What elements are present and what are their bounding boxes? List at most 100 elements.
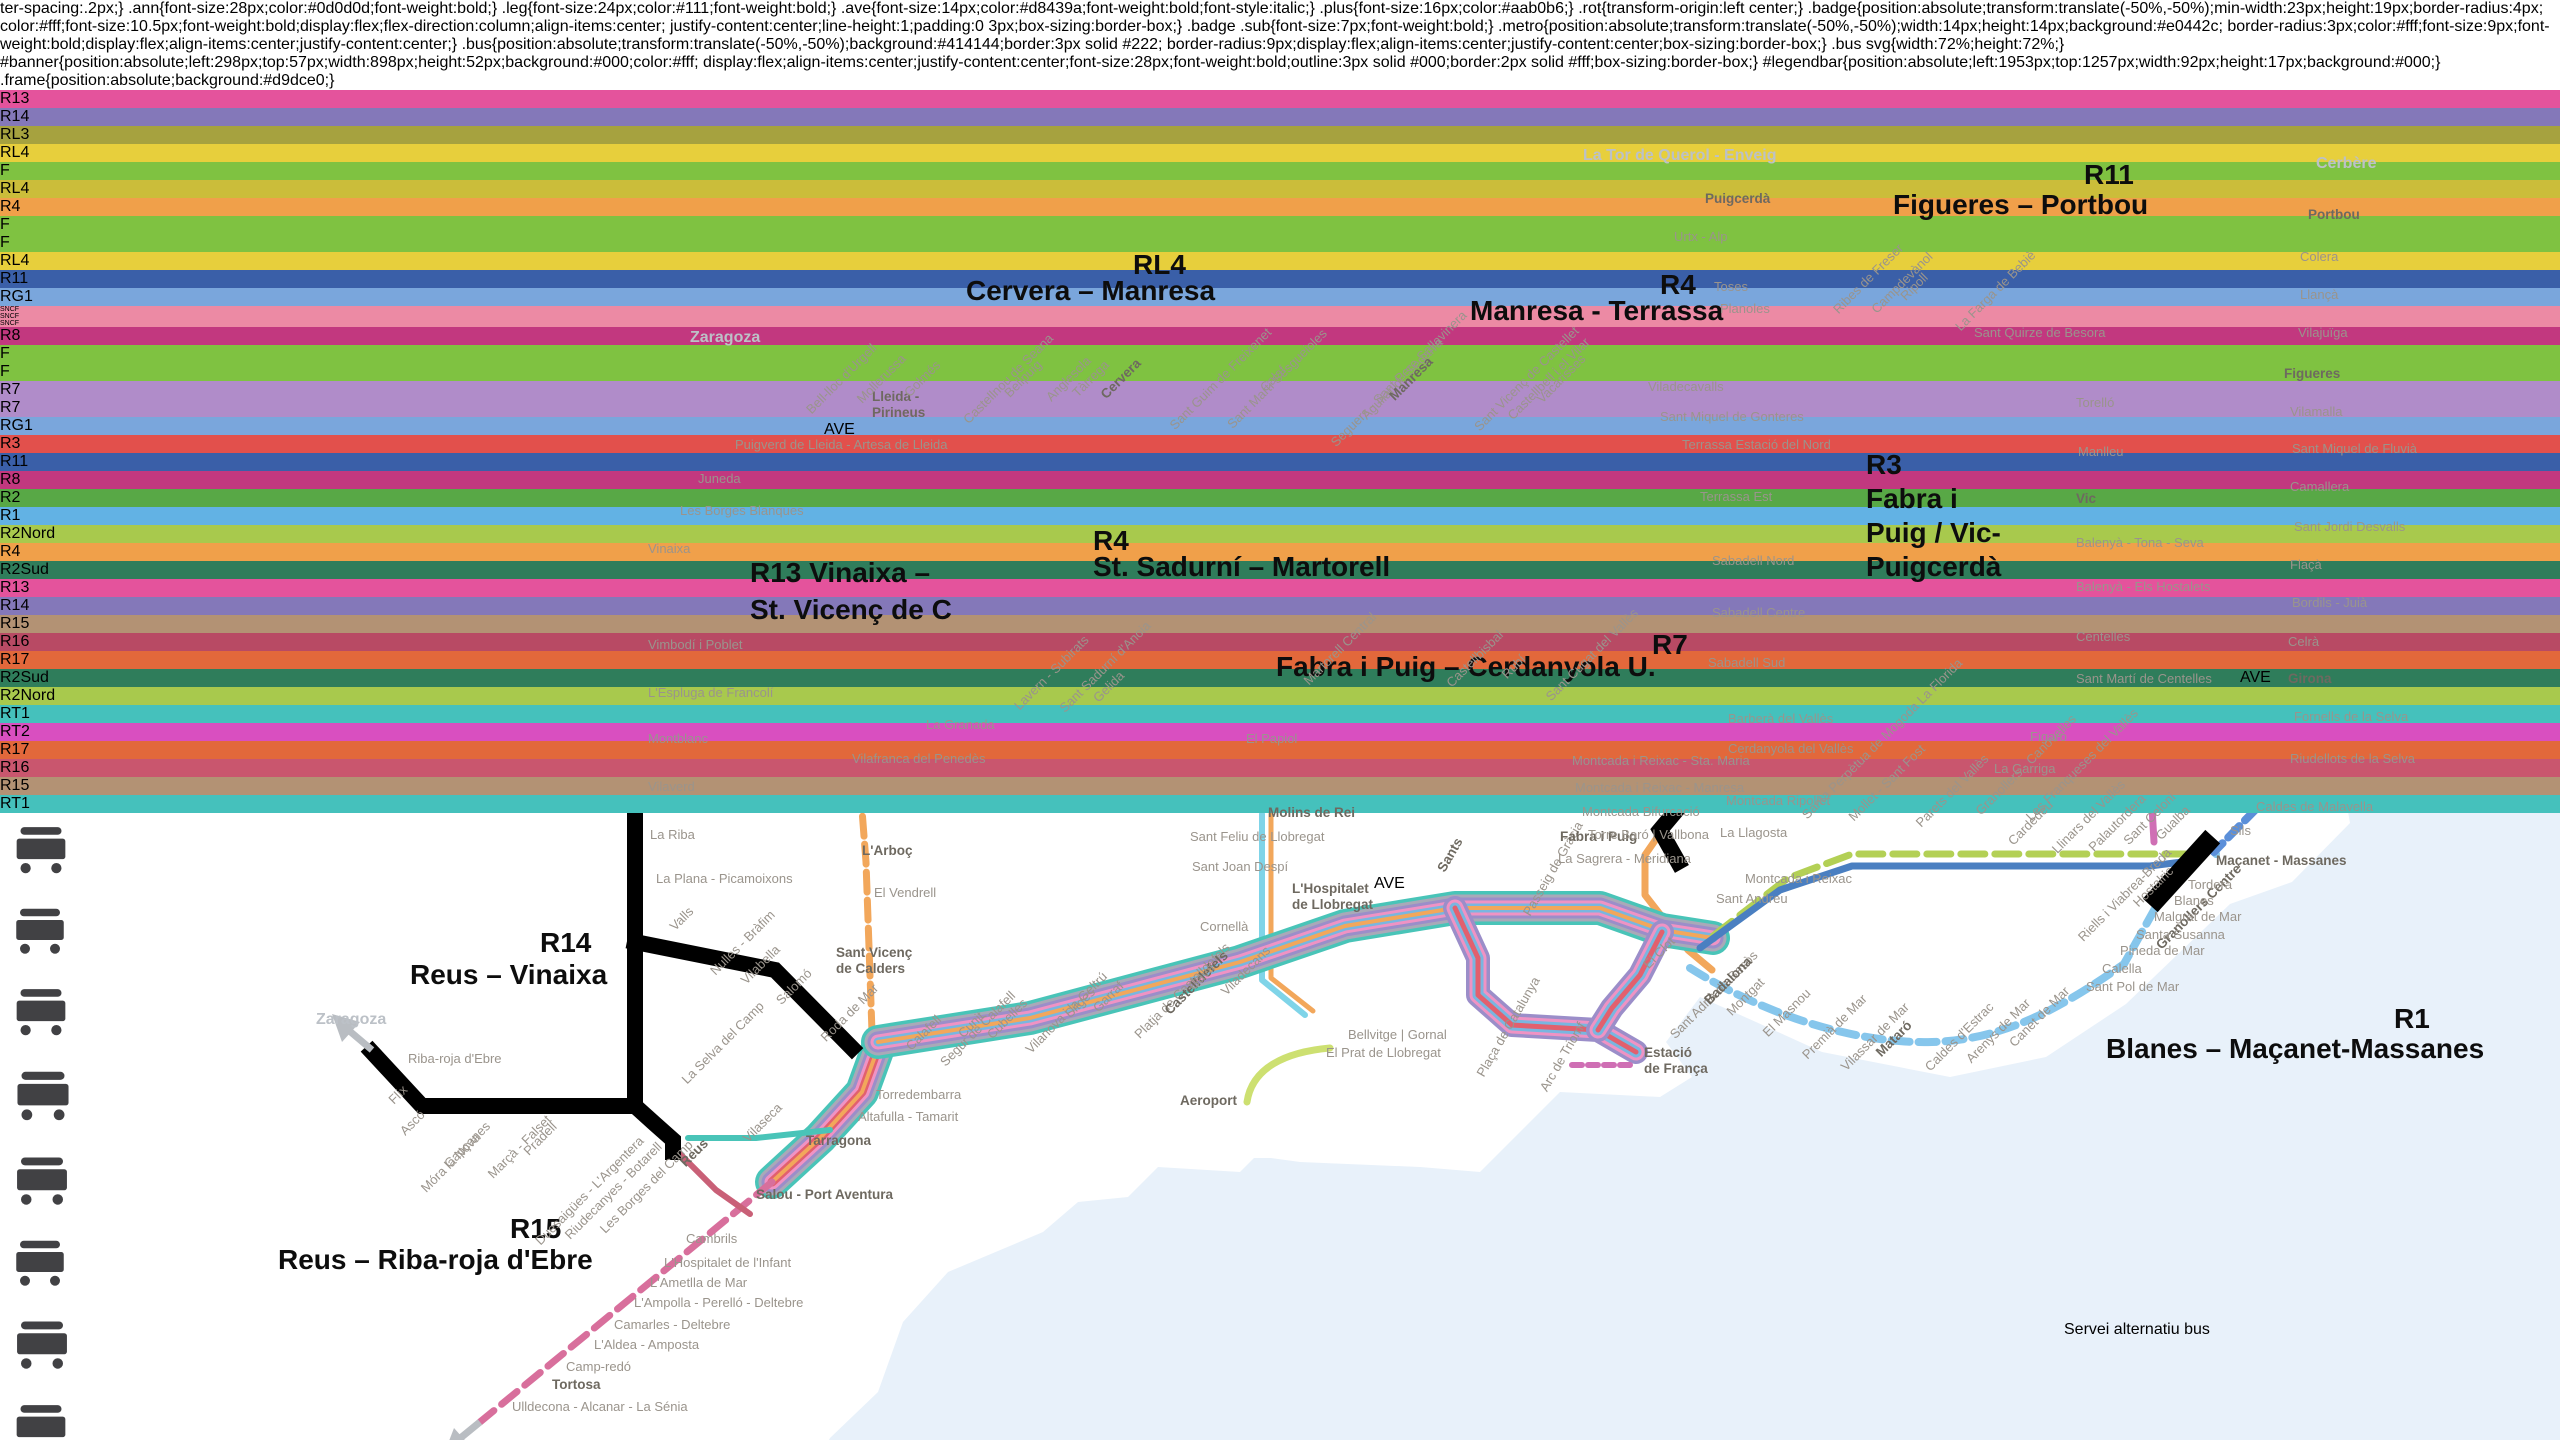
- station-label: Terrassa Est: [1700, 489, 1773, 504]
- destination-zaragoza-south: Zaragoza: [316, 1011, 387, 1028]
- station-label: de Calders: [836, 961, 906, 976]
- station-label: Montcada Ripollet: [1726, 793, 1831, 808]
- bus-glyph: [10, 1398, 72, 1440]
- station-label: Cerdanyola del Vallès: [1728, 741, 1854, 756]
- route-badge-R4: R4: [0, 198, 2560, 216]
- station-label: Sant Pol de Mar: [2086, 979, 2180, 994]
- station-label: Sant Miquel de Fluvià: [2292, 441, 2418, 456]
- station-label: Tarragona: [806, 1133, 872, 1148]
- station-label: Torelló: [2076, 395, 2115, 410]
- station-label: Blanes: [2174, 893, 2214, 908]
- station-label: Centelles: [2076, 629, 2131, 644]
- station-label: Girona: [2288, 671, 2332, 686]
- station-label: Malgrat de Mar: [2154, 909, 2242, 924]
- destination-zaragoza-north: Zaragoza: [690, 329, 761, 346]
- station-label: Sant Quirze de Besora: [1974, 325, 2106, 340]
- route-badge-R13: R13: [0, 90, 2560, 108]
- bus-glyph: [10, 1150, 74, 1221]
- station-label: Balenyà - Tona - Seva: [2076, 535, 2204, 550]
- station-label: Maçanet - Massanes: [2216, 853, 2347, 868]
- annotation-r14-route: R14: [540, 927, 592, 958]
- station-label: Montcada i Reixac: [1745, 871, 1852, 886]
- route-badge-R2: R2: [0, 489, 2560, 507]
- station-label: Sant Jordi Desvalls: [2294, 519, 2406, 534]
- route-badge-RT1: RT1: [0, 795, 2560, 813]
- bus-glyph: [10, 982, 72, 1051]
- station-label: Roda de Mar: [817, 980, 882, 1045]
- station-label: El Prat de Llobregat: [1326, 1045, 1441, 1060]
- route-badge-F: F: [0, 234, 2560, 252]
- station-label: Puigcerdà: [1705, 191, 1771, 206]
- annotation-r11-route: R11: [2084, 159, 2134, 190]
- route-badge-R2: R2Sud: [0, 669, 2560, 687]
- station-label: Montcada i Reixac - Sta. Maria: [1572, 753, 1750, 768]
- route-badge-R13: R13: [0, 579, 2560, 597]
- station-label: Pineda de Mar: [2120, 943, 2205, 958]
- station-label: Figueres: [2284, 366, 2341, 381]
- route-badge-R16: R16: [0, 633, 2560, 651]
- annotation-r4-sadurni: St. Sadurní – Martorell: [1093, 551, 1391, 582]
- station-label: Altafulla - Tamarit: [858, 1109, 959, 1124]
- ave-logo: AVE: [824, 421, 855, 438]
- bus-icon: [0, 895, 80, 975]
- route-badge-R2: R2Nord: [0, 525, 2560, 543]
- station-label: La Selva del Camp: [678, 998, 767, 1087]
- annotation-rl4: Cervera – Manresa: [966, 275, 1216, 306]
- station-label: El Papiol: [1246, 731, 1298, 746]
- station-label: Les Borges Blanques: [680, 503, 804, 518]
- station-label: Riba-roja d'Ebre: [408, 1051, 502, 1066]
- annotation-r15-route: R15: [510, 1213, 562, 1244]
- station-label: Sant Andreu: [1716, 891, 1788, 906]
- annotation-r3-line4: Puigcerdà: [1866, 551, 2002, 582]
- bus-icon: [0, 813, 82, 895]
- bus-icon: [0, 975, 82, 1057]
- route-badge-RG1: RG1: [0, 288, 2560, 306]
- bus-glyph: [10, 902, 70, 969]
- station-label: Sant Miquel de Gonteres: [1660, 409, 1804, 424]
- route-badge-SNCF: SNCF: [0, 313, 2560, 320]
- station-label: Arc de Triomf: [1536, 1019, 1589, 1094]
- station-label: Cornellà: [1200, 919, 1249, 934]
- bus-glyph: [10, 1234, 70, 1301]
- route-badge-RT2: RT2: [0, 723, 2560, 741]
- station-label: L'Arboç: [862, 843, 913, 858]
- annotation-r1: Blanes – Maçanet-Massanes: [2106, 1033, 2485, 1064]
- route-badge-RT1: RT1: [0, 705, 2560, 723]
- station-label: Caldes de Malavella: [2256, 799, 2374, 814]
- annotation-r11: Figueres – Portbou: [1893, 189, 2149, 220]
- station-label: Bellvitge | Gornal: [1348, 1027, 1447, 1042]
- route-badge-RL4: RL4: [0, 252, 2560, 270]
- sea-shape: [828, 118, 2560, 1440]
- station-label: La Riba: [650, 827, 695, 842]
- annotation-r3-line3: Puig / Vic-: [1866, 517, 2001, 548]
- station-label: Salomó: [772, 965, 815, 1008]
- station-label: Celrà: [2288, 634, 2320, 649]
- route-badge-R15: R15: [0, 777, 2560, 795]
- station-label: Riudellots de la Selva: [2290, 751, 2416, 766]
- station-label: Vilafranca del Penedès: [852, 751, 986, 766]
- station-label: Capçanes: [441, 1118, 494, 1171]
- annotation-r4-manresa-route: R4: [1660, 269, 1696, 300]
- route-badge-R8: R8: [0, 327, 2560, 345]
- station-label: L'Hospitalet de l'Infant: [664, 1255, 792, 1270]
- station-label: Vimbodí i Poblet: [648, 637, 743, 652]
- ave-logo: AVE: [2240, 669, 2271, 686]
- destination-cerbere: Cerbère: [2316, 155, 2377, 172]
- route-badge-R17: R17: [0, 741, 2560, 759]
- annotation-rl4-route: RL4: [1133, 249, 1186, 280]
- station-label: Flaçà: [2290, 557, 2322, 572]
- route-badge-F: F: [0, 162, 2560, 180]
- station-label: L'Espluga de Francolí: [648, 685, 774, 700]
- annotation-r3-route: R3: [1866, 449, 1902, 480]
- station-label: La Garriga: [1994, 761, 2056, 776]
- station-label: Tordera: [2188, 877, 2233, 892]
- route-badge-RL4: RL4: [0, 144, 2560, 162]
- route-badge-R3: R3: [0, 435, 2560, 453]
- destination-la-tor: La Tor de Querol - Enveig: [1583, 147, 1777, 164]
- station-label: Montcada Bifurcació: [1582, 804, 1700, 819]
- station-label: Santa Susanna: [2136, 927, 2225, 942]
- station-label: La Plana - Picamoixons: [656, 871, 793, 886]
- bus-icon: [0, 1057, 86, 1143]
- station-label: La Granada: [926, 717, 995, 732]
- station-label: Vilajuïga: [2298, 325, 2348, 340]
